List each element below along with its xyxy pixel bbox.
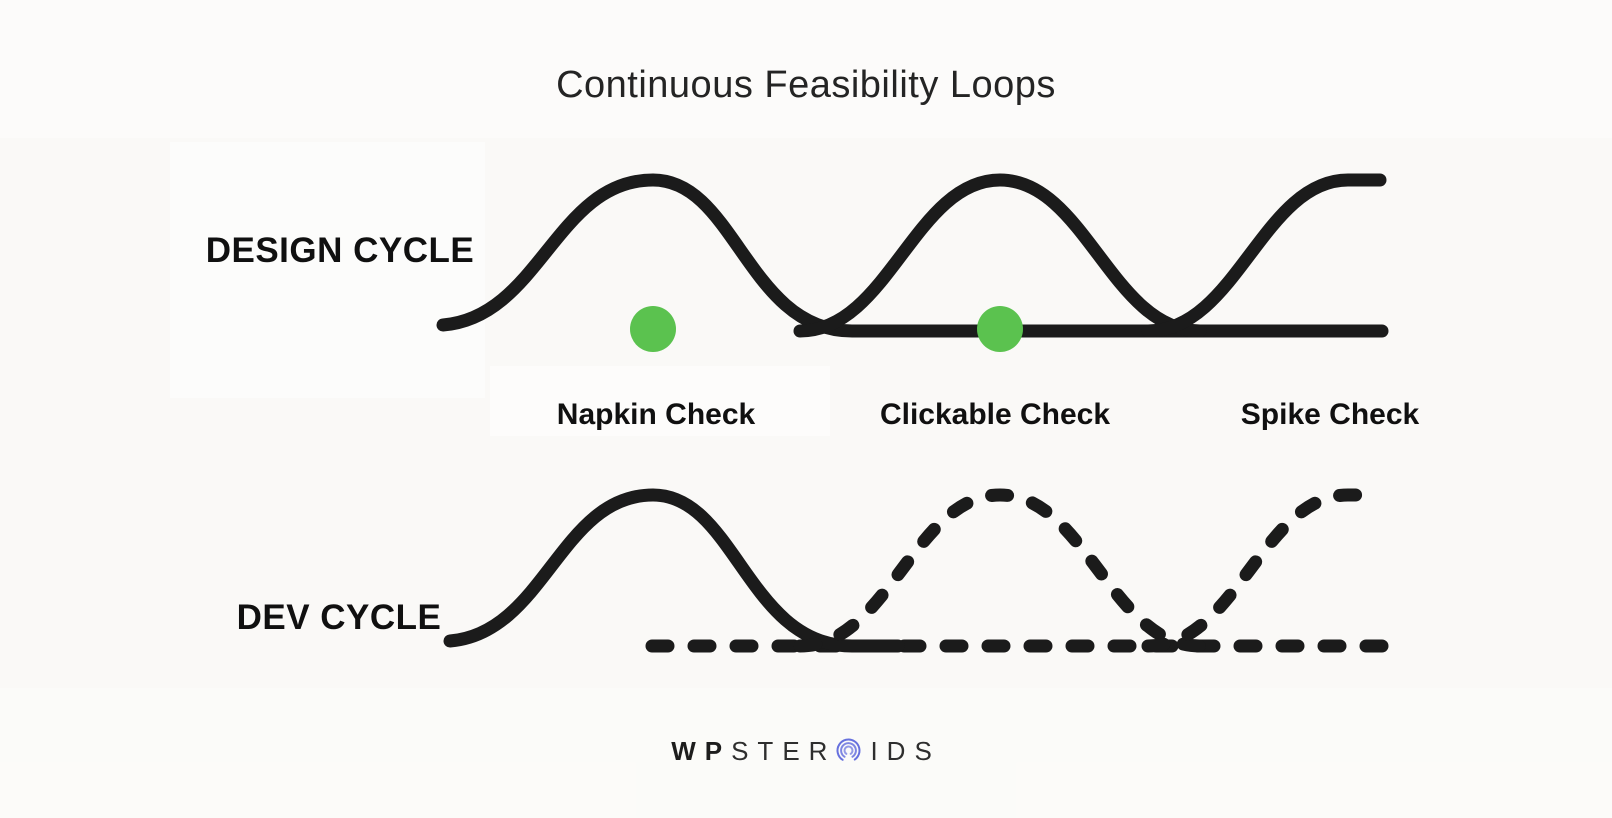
design-wave-bell3: [1141, 173, 1387, 338]
checkpoint-label-spike: Spike Check: [1240, 398, 1420, 431]
logo-text-ster: STER: [731, 736, 837, 766]
logo-text-ids: IDS: [870, 736, 941, 766]
dev-cycle-label: DEV CYCLE: [236, 598, 442, 637]
dev-wave-bell1-solid: [443, 488, 905, 653]
concentric-arcs-icon: [835, 737, 862, 764]
dev-wave-bell3-dashed: [1141, 488, 1387, 653]
checkpoint-dot-napkin: [630, 306, 676, 352]
design-wave-bell2: [793, 173, 1207, 338]
design-wave-bell1-and-baseline: [436, 173, 1389, 338]
design-cycle-label: DESIGN CYCLE: [205, 231, 475, 270]
dev-wave-bell2-dashed: [793, 488, 1207, 653]
logo-text-wp: WP: [671, 736, 732, 766]
wpsteroids-logo: WPSTER IDS: [0, 736, 1612, 766]
diagram-title: Continuous Feasibility Loops: [556, 64, 1056, 106]
checkpoint-dot-clickable: [977, 306, 1023, 352]
checkpoint-label-clickable: Clickable Check: [879, 398, 1111, 431]
checkpoint-label-napkin: Napkin Check: [556, 398, 756, 431]
